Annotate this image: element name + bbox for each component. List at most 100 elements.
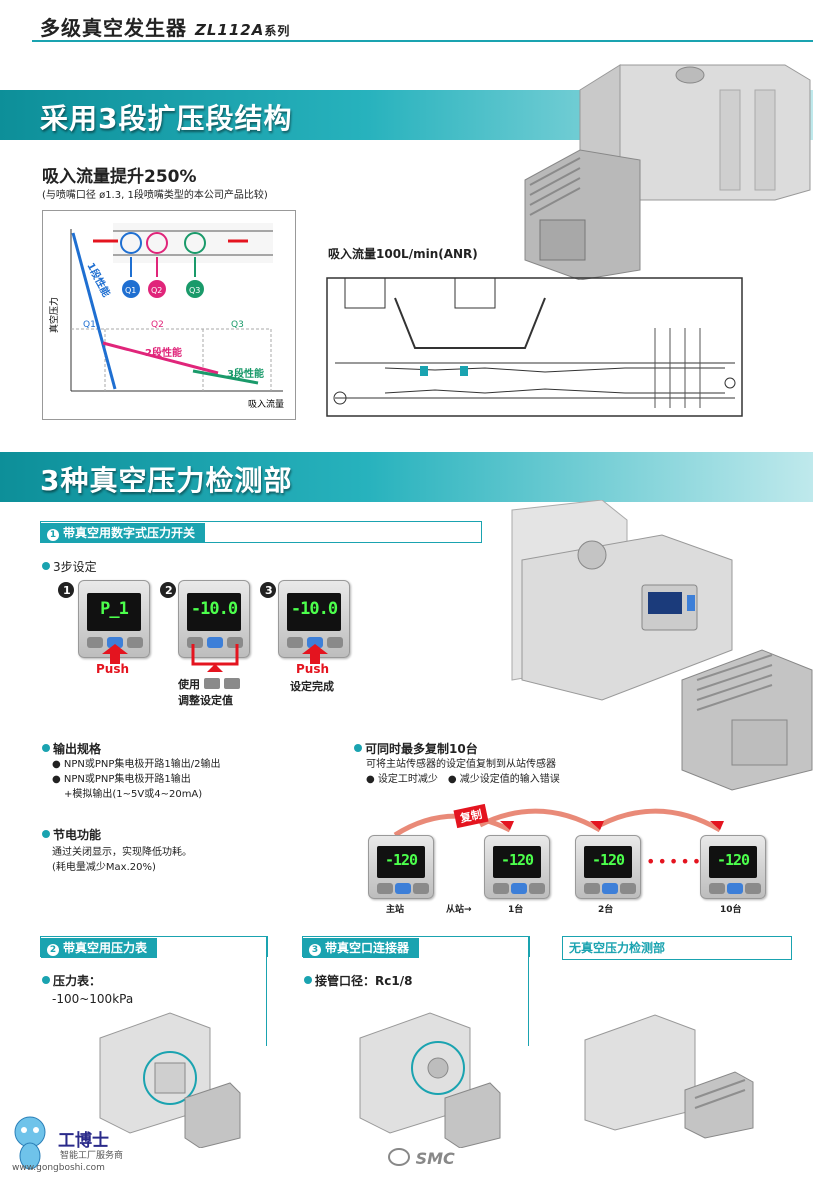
svg-text:3: 3 (265, 584, 273, 597)
digital-switch-label: 带真空用数字式压力开关 (63, 526, 196, 540)
up-button-icon (327, 637, 343, 648)
copy-arrows (393, 808, 724, 838)
down-button-icon (584, 883, 600, 894)
gauge-line1-text: 压力表： (53, 974, 102, 988)
power-heading-text: 节电功能 (53, 828, 102, 842)
none-bar: 无真空压力检测部 (562, 936, 792, 960)
mascot-logo (14, 1116, 46, 1170)
steps-heading: 3步设定 (42, 558, 97, 575)
slave1-label: 1台 (508, 905, 524, 915)
range-q2: Q2 (151, 320, 164, 330)
set-button-icon (207, 637, 223, 648)
push-label-1: Push (96, 662, 130, 676)
banner-detection: 3种真空压力检测部 (0, 452, 813, 502)
model-name: ZL112A (194, 21, 265, 39)
range-q3: Q3 (231, 320, 244, 330)
copy-line-2: ● 设定工时减少 ● 减少设定值的输入错误 (366, 774, 560, 785)
up-key-icon (223, 678, 240, 689)
slave-sensor-10: -120 (700, 835, 766, 899)
bullet-dot (42, 744, 50, 752)
set-button-icon (727, 883, 743, 894)
adjust-label-2: 调整设定值 (178, 694, 233, 707)
connector-bar-side (528, 936, 529, 1046)
up-button-icon (620, 883, 636, 894)
copy-heading-text: 可同时最多复制10台 (365, 742, 478, 756)
power-list: 通过关闭显示，实现降低功耗。 (耗电量减少Max.20%) (52, 845, 192, 875)
page-title: 多级真空发生器 ZL112A系列 (40, 12, 290, 41)
performance-chart: Q1 Q2 Q3 Q1 Q2 Q3 1段性能 2段性能 3段性能 真空压力 吸入… (48, 223, 284, 410)
slave10-readout: -120 (716, 851, 750, 869)
copy-list: 可将主站传感器的设定值复制到从站传感器 ● 设定工时减少 ● 减少设定值的输入错… (366, 757, 560, 787)
gauge-bar-side (266, 936, 267, 1046)
up-button-icon (529, 883, 545, 894)
chart-x-label: 吸入流量 (248, 398, 284, 410)
steps-heading-text: 3步设定 (53, 560, 97, 574)
connector-bar: 3 带真空口连接器 (302, 936, 530, 958)
product-image-none (584, 1014, 754, 1139)
up-button-icon (127, 637, 143, 648)
product-image-connector (359, 1012, 501, 1148)
cross-section-diagram (326, 277, 743, 417)
brand-logo-text: 工博士 (58, 1131, 109, 1151)
brand-subtitle: 智能工厂服务商 (60, 1151, 124, 1161)
adjust-label: 使用 调整设定值 (178, 676, 240, 708)
banner2-title: 3种真空压力检测部 (40, 464, 293, 497)
chart-y-label: 真空压力 (48, 297, 60, 333)
sensor-step1: P_1 (78, 580, 150, 658)
output-line-3: +模拟输出(1~5V或4~20mA) (64, 789, 203, 800)
gauge-line1: 压力表： (42, 972, 101, 989)
svg-text:2: 2 (165, 584, 173, 597)
number-2-icon: 2 (47, 944, 59, 956)
push-label-3: Push (296, 662, 330, 676)
stage2-label: 2段性能 (145, 346, 182, 359)
copy-line-1: 可将主站传感器的设定值复制到从站传感器 (366, 759, 556, 770)
smc-mark-icon (388, 1148, 410, 1166)
adjust-label-1: 使用 (178, 678, 200, 691)
digital-switch-bar: 1 带真空用数字式压力开关 (40, 521, 482, 543)
slave10-label: 10台 (720, 905, 742, 915)
range-q1: Q1 (83, 320, 96, 330)
copy-heading: 可同时最多复制10台 (354, 740, 478, 757)
power-heading: 节电功能 (42, 826, 101, 843)
down-button-icon (187, 637, 203, 648)
bullet-dot (42, 830, 50, 838)
master-readout: -120 (384, 851, 418, 869)
step-2-icon: 2 (160, 582, 176, 598)
banner-title: 采用3段扩压段结构 (40, 102, 293, 135)
sensor1-readout: P_1 (100, 599, 129, 619)
svg-text:1: 1 (63, 584, 71, 597)
output-line-1: ● NPN或PNP集电极开路1输出/2输出 (52, 759, 221, 770)
bubble-q2: Q2 (151, 286, 162, 295)
adjust-arrows-icon (191, 644, 239, 672)
push-arrow-icon (302, 644, 328, 664)
set-button-icon (511, 883, 527, 894)
step-1-icon: 1 (58, 582, 74, 598)
title-rule (32, 40, 813, 42)
down-button-icon (493, 883, 509, 894)
connector-line1-text: 接管口径：Rc1/8 (315, 974, 413, 988)
sensor2-readout: -10.0 (190, 599, 238, 619)
stage3-label: 3段性能 (227, 367, 264, 380)
number-3-icon: 3 (309, 944, 321, 956)
set-button-icon (107, 637, 123, 648)
bullet-dot (42, 562, 50, 570)
slave-label: 从站→ (446, 905, 472, 915)
sensor3-readout: -10.0 (290, 599, 338, 619)
output-heading-text: 输出规格 (53, 742, 102, 756)
slave2-label: 2台 (598, 905, 614, 915)
step-3-icon: 3 (260, 582, 276, 598)
cross-section-caption: 吸入流量100L/min(ANR) (328, 247, 478, 261)
master-sensor: -120 (368, 835, 434, 899)
ellipsis-dots: •••••• (646, 852, 715, 871)
sensor-step2: -10.0 (178, 580, 250, 658)
connector-bar-label: 带真空口连接器 (325, 941, 410, 955)
bubble-q1: Q1 (125, 286, 136, 295)
output-list: ● NPN或PNP集电极开路1输出/2输出 ● NPN或PNP集电极开路1输出 … (52, 757, 221, 802)
power-line-1: 通过关闭显示，实现降低功耗。 (52, 847, 192, 858)
master-label: 主站 (386, 905, 405, 915)
title-text: 多级真空发生器 (40, 16, 187, 40)
slave1-readout: -120 (500, 851, 534, 869)
down-button-icon (287, 637, 303, 648)
number-1-icon: 1 (47, 529, 59, 541)
